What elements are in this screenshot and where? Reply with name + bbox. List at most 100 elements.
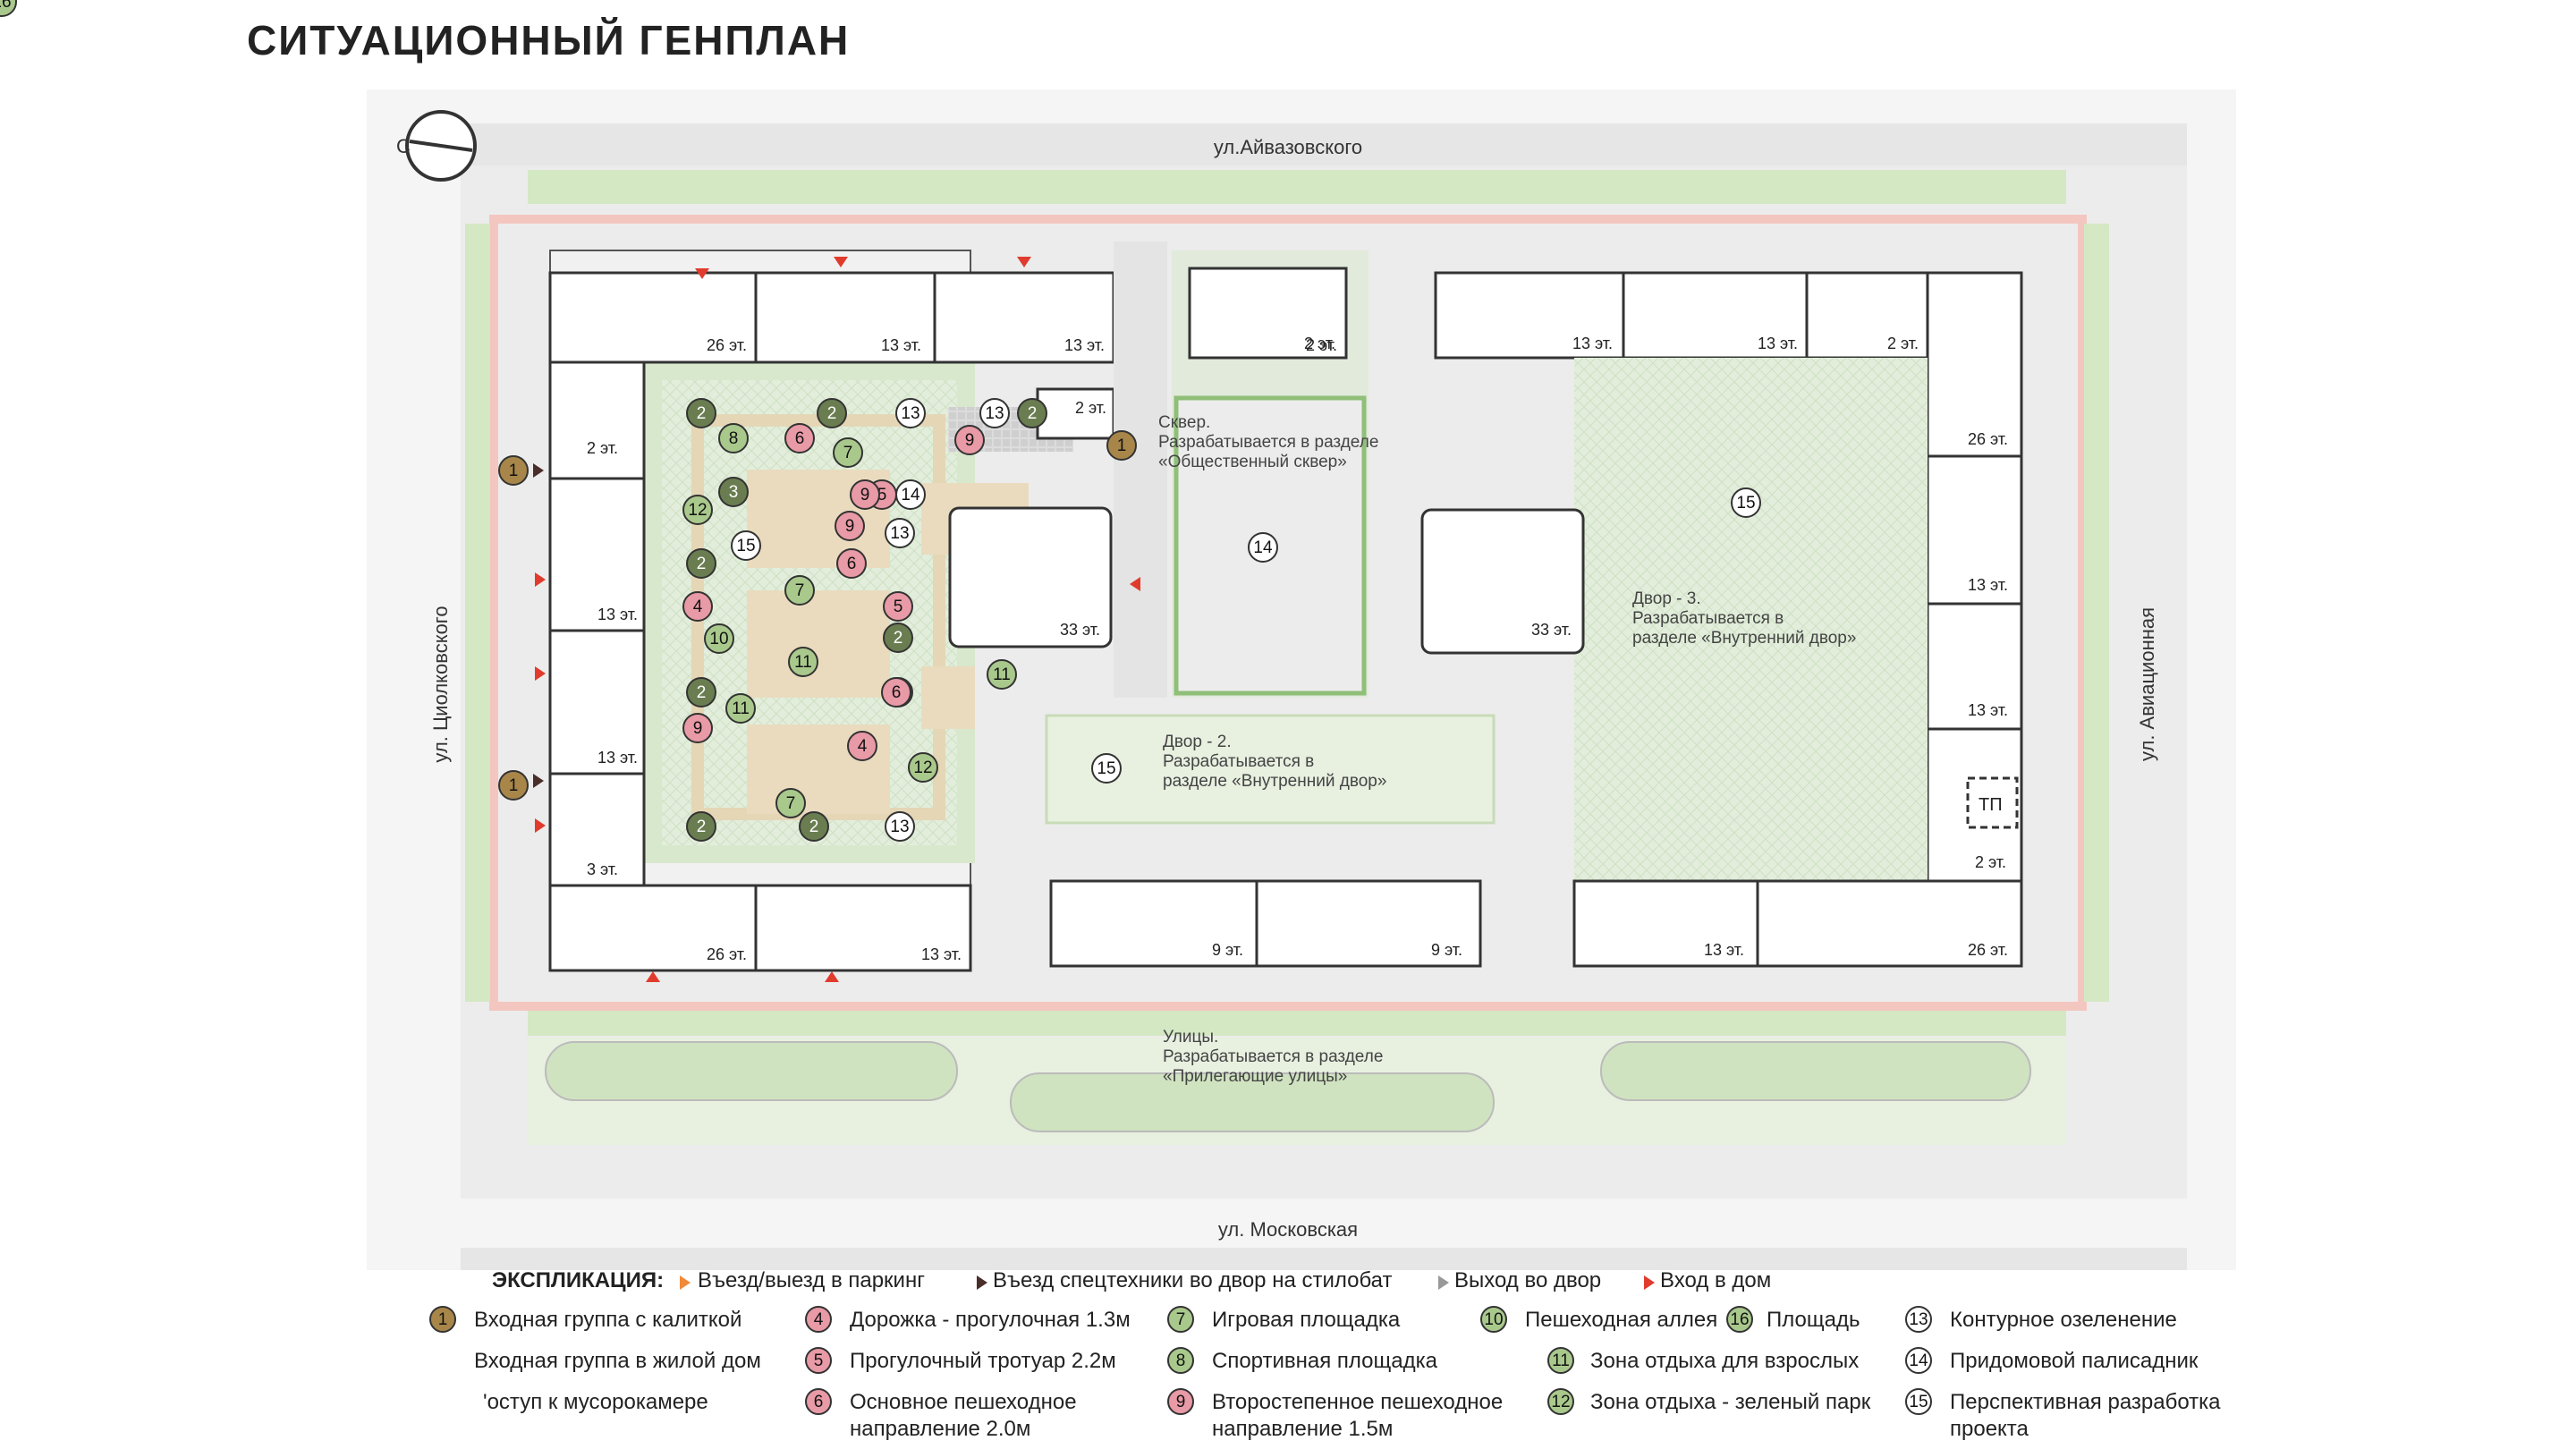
map-badge-2: 2 bbox=[883, 623, 913, 653]
floor-label: 2 эт. bbox=[1975, 853, 2006, 871]
entry-arrow bbox=[1130, 577, 1140, 591]
map-badge-2: 2 bbox=[686, 677, 716, 708]
map-badge-2: 2 bbox=[799, 811, 829, 842]
map-badge-15: 15 bbox=[731, 530, 761, 561]
map-badge-14: 14 bbox=[895, 479, 926, 510]
map-badge-1: 1 bbox=[1106, 430, 1137, 461]
floor-label: 33 эт. bbox=[1060, 621, 1100, 639]
map-badge-7: 7 bbox=[784, 575, 815, 606]
map-badge-13: 13 bbox=[885, 811, 915, 842]
floor-label: 13 эт. bbox=[921, 945, 962, 963]
map-badge-2: 2 bbox=[817, 398, 847, 428]
zone-dvor3-line: Разрабатывается в bbox=[1632, 609, 1784, 628]
compass-letter: С bbox=[396, 135, 411, 157]
map-badge-12: 12 bbox=[908, 752, 938, 783]
map-badge-2: 2 bbox=[686, 811, 716, 842]
page-title: СИТУАЦИОННЫЙ ГЕНПЛАН bbox=[247, 17, 851, 64]
zone-streets-line: «Прилегающие улицы» bbox=[1163, 1067, 1347, 1086]
map-badge-6: 6 bbox=[784, 423, 815, 453]
map-badge-15: 15 bbox=[1091, 753, 1122, 784]
floor-label: 26 эт. bbox=[707, 336, 747, 354]
floor-label: 9 эт. bbox=[1431, 941, 1462, 959]
floor-label: 9 эт. bbox=[1212, 941, 1243, 959]
entry-arrow bbox=[535, 666, 546, 681]
map-badge-7: 7 bbox=[775, 788, 806, 818]
map-badge-1: 1 bbox=[498, 770, 529, 801]
entry-arrow bbox=[825, 971, 839, 982]
floor-label: 13 эт. bbox=[1968, 701, 2008, 719]
street-top: ул.Айвазовского bbox=[1214, 136, 1362, 158]
map-badge-5: 5 bbox=[883, 591, 913, 622]
map-badge-11: 11 bbox=[987, 659, 1017, 690]
service-arrow bbox=[533, 774, 544, 788]
map-badge-12: 12 bbox=[682, 495, 713, 525]
map-badge-6: 6 bbox=[881, 677, 911, 708]
entry-arrow bbox=[1017, 257, 1031, 267]
map-badge-3: 3 bbox=[718, 477, 749, 507]
map-badge-9: 9 bbox=[682, 713, 713, 743]
zone-skver-line: Разрабатывается в разделе bbox=[1158, 433, 1378, 452]
map-badge-2: 2 bbox=[686, 398, 716, 428]
street-left: ул. Циолковского bbox=[429, 606, 452, 762]
zone-streets-title: Улицы. bbox=[1163, 1028, 1218, 1046]
zone-dvor2-line: Разрабатывается в bbox=[1163, 752, 1314, 771]
map-badge-9: 9 bbox=[835, 511, 865, 541]
floor-labels: 26 эт. 13 эт. 13 эт. 2 эт. 2 эт. 13 эт. … bbox=[587, 335, 2008, 963]
entry-arrow bbox=[834, 257, 848, 267]
map-badge-14: 14 bbox=[1248, 532, 1278, 563]
floor-label: 26 эт. bbox=[707, 945, 747, 963]
floor-label: 2 эт. bbox=[587, 439, 618, 457]
map-badge-9: 9 bbox=[954, 425, 985, 455]
map-badge-2: 2 bbox=[686, 548, 716, 579]
service-arrow bbox=[533, 463, 544, 478]
floor-label: 2 эт. bbox=[1887, 335, 1919, 352]
map-badge-13: 13 bbox=[979, 398, 1010, 428]
map-badge-9: 9 bbox=[850, 479, 880, 510]
floor-label: 13 эт. bbox=[881, 336, 921, 354]
tp-label: ТП bbox=[1979, 795, 2003, 815]
entry-arrow bbox=[535, 572, 546, 587]
floor-label: 33 эт. bbox=[1531, 621, 1572, 639]
zone-dvor2-line: разделе «Внутренний двор» bbox=[1163, 772, 1386, 791]
zone-dvor3-line: разделе «Внутренний двор» bbox=[1632, 629, 1856, 648]
zone-dvor3-title: Двор - 3. bbox=[1632, 589, 1701, 608]
floor-label: 13 эт. bbox=[1968, 576, 2008, 594]
street-bottom: ул. Московская bbox=[1218, 1218, 1358, 1241]
floor-label: 13 эт. bbox=[597, 749, 638, 767]
floor-label: 26 эт. bbox=[1968, 941, 2008, 959]
map-badge-4: 4 bbox=[682, 591, 713, 622]
floor-label: 13 эт. bbox=[597, 606, 638, 623]
street-right: ул. Авиационная bbox=[2136, 607, 2158, 761]
map-badge-13: 13 bbox=[885, 518, 915, 548]
map-badge-8: 8 bbox=[718, 423, 749, 453]
zone-skver-title: Сквер. bbox=[1158, 413, 1210, 432]
zone-streets-line: Разрабатывается в разделе bbox=[1163, 1047, 1383, 1066]
map-badge-13: 13 bbox=[895, 398, 926, 428]
floor-label: 2 эт. bbox=[1306, 336, 1337, 354]
floor-label: 13 эт. bbox=[1572, 335, 1613, 352]
floor-label: 2 эт. bbox=[1304, 335, 1335, 352]
floor-label: 13 эт. bbox=[1704, 941, 1744, 959]
entry-arrow bbox=[695, 268, 709, 279]
map-badge-7: 7 bbox=[833, 437, 863, 468]
map-badge-4: 4 bbox=[847, 731, 877, 761]
map-badge-10: 10 bbox=[704, 623, 734, 654]
entry-arrow bbox=[535, 818, 546, 833]
map-badge-11: 11 bbox=[725, 693, 756, 724]
floor-label: 3 эт. bbox=[587, 860, 618, 878]
floor-label: 13 эт. bbox=[1758, 335, 1798, 352]
floor-label: 13 эт. bbox=[1064, 336, 1105, 354]
bike-lane bbox=[489, 215, 2087, 1011]
map-badge-11: 11 bbox=[788, 647, 818, 677]
map-badge-2: 2 bbox=[1017, 398, 1047, 428]
map-badge-6: 6 bbox=[836, 548, 867, 579]
zone-skver-line: «Общественный сквер» bbox=[1158, 453, 1347, 471]
courtyard-3 bbox=[1574, 358, 1928, 881]
map-arrows bbox=[533, 257, 1140, 982]
floor-label: 26 эт. bbox=[1968, 430, 2008, 448]
floor-label: 2 эт. bbox=[1075, 399, 1106, 417]
map-badge-1: 1 bbox=[498, 455, 529, 486]
map-badge-15: 15 bbox=[1731, 487, 1761, 518]
entry-arrow bbox=[646, 971, 660, 982]
